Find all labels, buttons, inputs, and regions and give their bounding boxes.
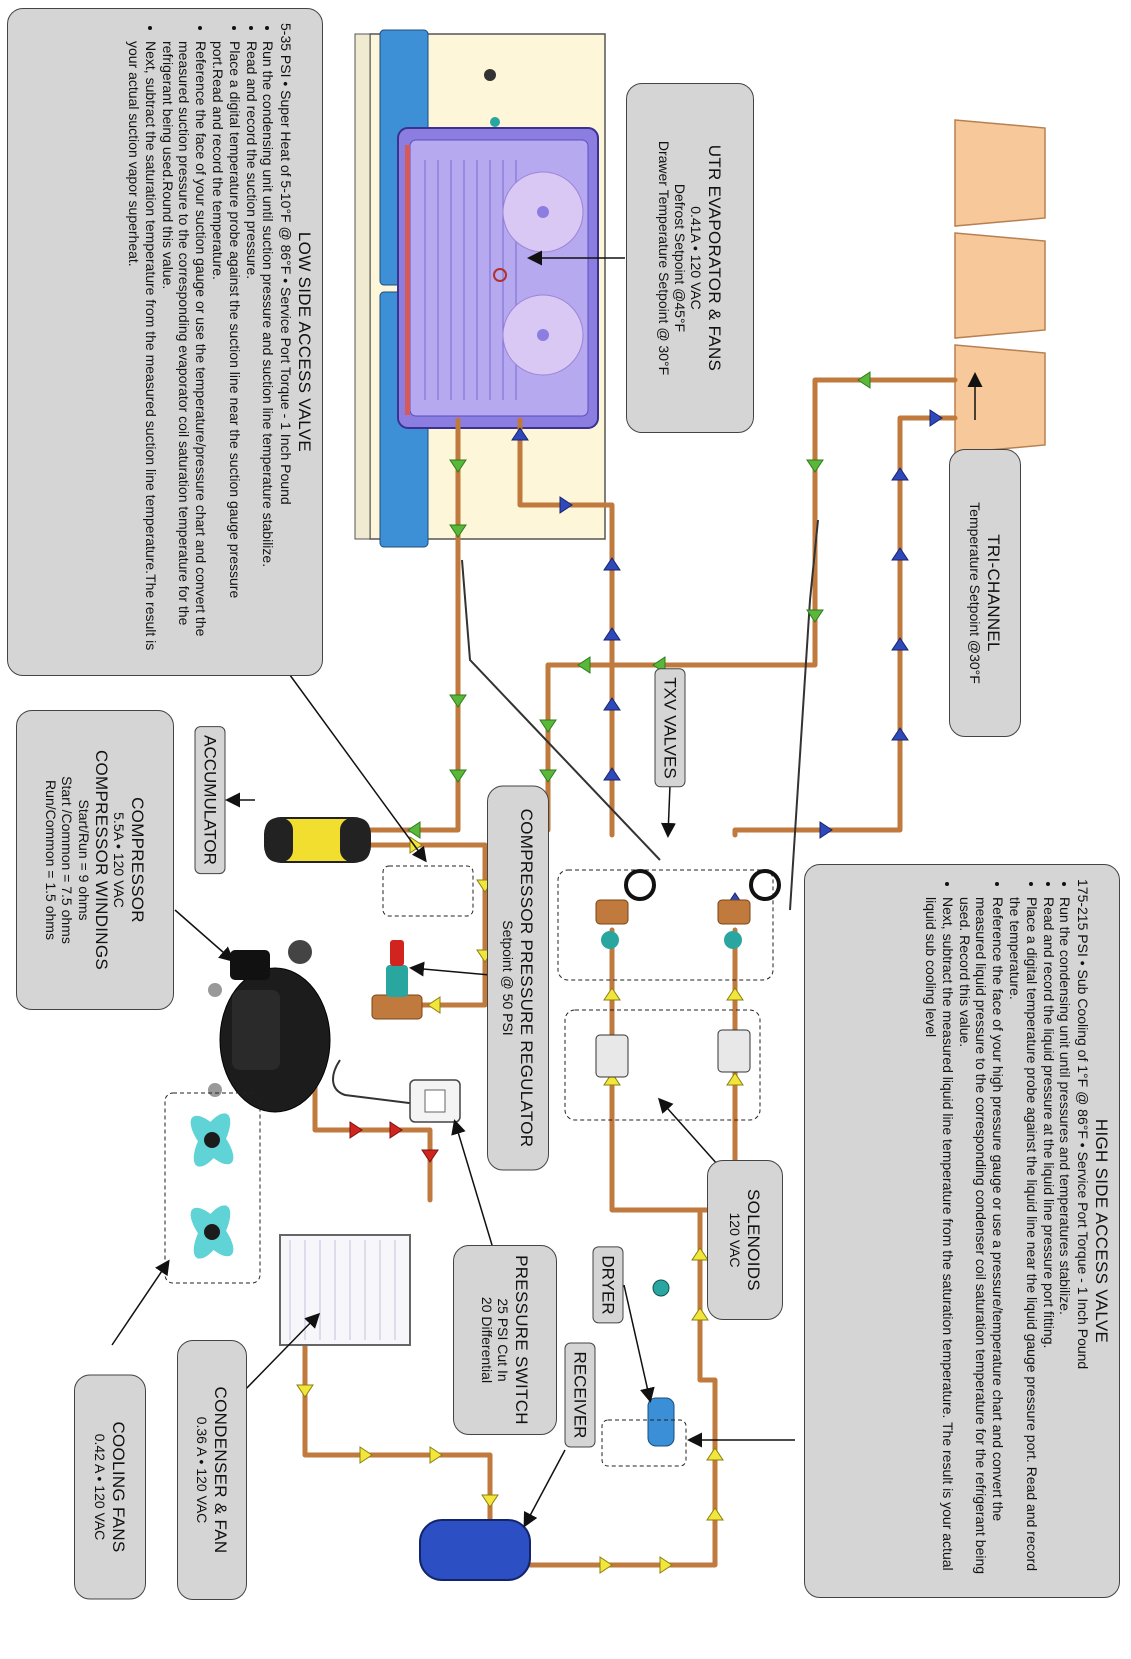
pressure-switch: [409, 1079, 461, 1123]
high-side-spec: 175-215 PSI • Sub Cooling of 1°F @ 86°F …: [1075, 879, 1092, 1370]
high-side-step: Read and record the liquid pressure at t…: [1040, 897, 1057, 1583]
condenser-title: CONDENSER & FAN: [210, 1386, 230, 1554]
pressure-switch-callout: PRESSURE SWITCH 25 PSI Cut In 20 Differe…: [453, 1245, 557, 1435]
low-side-step: Run the condensing unit until suction pr…: [260, 41, 276, 661]
receiver: [419, 1519, 531, 1581]
accumulator: [264, 817, 371, 863]
pressure-switch-title: PRESSURE SWITCH: [511, 1255, 531, 1425]
tri-channel-line: Temperature Setpoint @30°F: [967, 502, 984, 684]
low-side-step: Read and record the suction pressure.: [243, 41, 260, 661]
low-side-spec: 5-35 PSI • Super Heat of 5-10°F @ 86°F •…: [278, 23, 295, 505]
utr-evaporator-unit: [354, 29, 606, 548]
utr-evaporator-line: 0.41A • 120 VAC: [688, 206, 705, 310]
low-side-access-valve-callout: LOW SIDE ACCESS VALVE 5-35 PSI • Super H…: [7, 8, 323, 676]
high-side-access-valve-callout: HIGH SIDE ACCESS VALVE 175-215 PSI • Sub…: [804, 864, 1120, 1598]
leader-lines: [111, 250, 983, 1528]
high-side-step: Reference the face of your high pressure…: [956, 897, 1007, 1583]
txv-valves-tag: TXV VALVES: [654, 668, 686, 788]
accumulator-tag: ACCUMULATOR: [194, 726, 226, 874]
txv-valves: [557, 869, 781, 981]
solenoids-callout: SOLENOIDS 120 VAC: [707, 1160, 783, 1320]
low-side-title: LOW SIDE ACCESS VALVE: [295, 231, 314, 453]
compressor-title: COMPRESSOR: [127, 797, 147, 923]
solenoids-line: 120 VAC: [727, 1212, 744, 1268]
pressure-switch-line: 25 PSI Cut In: [495, 1298, 512, 1382]
high-side-title: HIGH SIDE ACCESS VALVE: [1092, 1118, 1111, 1344]
pressure-regulator-title: COMPRESSOR PRESSURE REGULATOR: [516, 808, 536, 1148]
low-side-step: Place a digital temperature probe agains…: [209, 41, 243, 661]
low-side-step: Reference the face of your suction gauge…: [159, 41, 210, 661]
high-side-step: Run the condensing unit until pressures …: [1057, 897, 1073, 1583]
pressure-regulator-valve: [371, 940, 423, 1020]
flow-arrows-cold: [511, 409, 943, 906]
low-side-steps: Run the condensing unit until suction pr…: [125, 23, 276, 661]
compressor-winding: Start /Common = 7.5 ohms: [59, 776, 76, 944]
condenser-callout: CONDENSER & FAN 0.36 A • 120 VAC: [177, 1340, 247, 1600]
compressor-windings-title: COMPRESSOR WINDINGS: [92, 749, 112, 971]
utr-evaporator-line: Drawer Temperature Setpoint @ 30°F: [656, 140, 673, 376]
compressor: [208, 940, 331, 1113]
utr-evaporator-title: UTR EVAPORATOR & FANS: [704, 144, 724, 372]
compressor-winding: Run/Common = 1.5 ohms: [43, 780, 60, 940]
dryer-tag: DRYER: [592, 1246, 624, 1324]
cooling-fans-title: COOLING FANS: [108, 1421, 128, 1553]
cooling-fans-callout: COOLING FANS 0.42 A • 120 VAC: [74, 1374, 146, 1600]
pressure-switch-line: 20 Differential: [479, 1296, 496, 1384]
utr-evaporator-callout: UTR EVAPORATOR & FANS 0.41A • 120 VAC De…: [626, 83, 754, 433]
flow-arrows-suction: [407, 371, 871, 839]
solenoid-valves: [564, 1009, 761, 1121]
utr-evaporator-line: Defrost Setpoint @45°F: [672, 183, 689, 333]
access-valve-markers: [382, 865, 687, 1467]
dryer: [647, 1279, 675, 1447]
tri-channel-title: TRI-CHANNEL: [983, 534, 1003, 652]
receiver-tag: RECEIVER: [564, 1342, 596, 1448]
compressor-line: 5.5A • 120 VAC: [111, 812, 128, 908]
high-side-steps: Run the condensing unit until pressures …: [922, 879, 1073, 1583]
condenser-line: 0.36 A • 120 VAC: [194, 1416, 211, 1524]
high-side-step: Place a digital temperature probe agains…: [1006, 897, 1040, 1583]
pressure-regulator-callout: COMPRESSOR PRESSURE REGULATOR Setpoint @…: [487, 785, 549, 1171]
high-side-step: Next, subtract the measured liquid line …: [922, 897, 956, 1583]
capillary-lines: [332, 519, 819, 1106]
cooling-fans-line: 0.42 A • 120 VAC: [92, 1433, 109, 1541]
solenoids-title: SOLENOIDS: [743, 1189, 763, 1291]
tri-channel-drawers: [954, 119, 1046, 454]
compressor-winding: Start/Run = 9 ohms: [75, 799, 92, 921]
pressure-regulator-line: Setpoint @ 50 PSI: [500, 920, 517, 1036]
compressor-callout: COMPRESSOR 5.5A • 120 VAC COMPRESSOR WIN…: [16, 710, 174, 1010]
cooling-fans: [164, 1092, 261, 1284]
condenser-coil: [279, 1234, 411, 1346]
low-side-step: Next, subtract the saturation temperatur…: [125, 41, 159, 661]
tri-channel-callout: TRI-CHANNEL Temperature Setpoint @30°F: [949, 449, 1021, 737]
